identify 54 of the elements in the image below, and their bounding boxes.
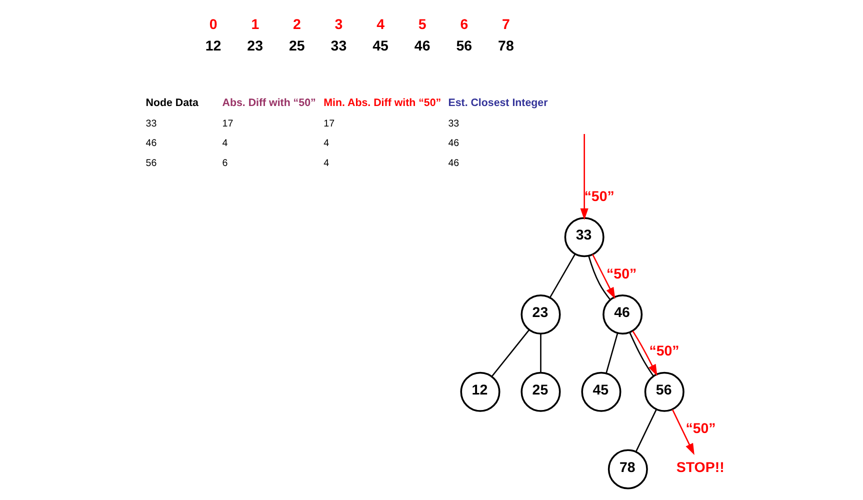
node-circle: 12 — [460, 372, 500, 412]
node-circle: 25 — [520, 372, 560, 412]
node-text: STOP!! — [676, 460, 724, 476]
connector — [634, 409, 656, 452]
connector — [548, 254, 576, 298]
node-circle: 23 — [520, 294, 560, 334]
label: 17 — [323, 118, 334, 130]
node-circle: 45 — [580, 372, 621, 412]
connector — [605, 333, 618, 374]
label: 56 — [145, 158, 156, 169]
label: 4 — [376, 17, 384, 34]
label: 46 — [145, 138, 156, 150]
label: 4 — [323, 138, 329, 150]
label: Abs. Diff with “50” — [222, 96, 316, 109]
label: 23 — [246, 38, 263, 55]
label: 0 — [208, 17, 217, 34]
label: 78 — [498, 38, 514, 55]
label: 46 — [448, 138, 459, 150]
node-circle: 33 — [564, 217, 604, 258]
label: Min. Abs. Diff with “50” — [323, 96, 441, 109]
connector — [540, 334, 541, 373]
label: 1 — [250, 17, 259, 34]
arrow — [580, 134, 588, 220]
edge-label: “50” — [606, 266, 636, 282]
label: Node Data — [145, 96, 198, 109]
edge-label: “50” — [648, 344, 679, 360]
label: 6 — [460, 17, 468, 34]
label: 5 — [418, 17, 426, 34]
connector — [588, 256, 610, 300]
label: 17 — [222, 118, 233, 130]
node-circle: 78 — [607, 449, 648, 490]
label: 6 — [222, 158, 228, 169]
label: 25 — [288, 38, 304, 55]
arrow — [592, 254, 615, 300]
label: 7 — [502, 17, 510, 34]
label: 3 — [334, 17, 342, 34]
label: 46 — [414, 38, 430, 55]
label: Est. Closest Integer — [448, 96, 548, 109]
label: 46 — [448, 158, 459, 169]
label: 56 — [456, 38, 472, 55]
label: 33 — [330, 38, 346, 55]
label: 33 — [145, 118, 156, 130]
edge-label: “50” — [584, 188, 614, 205]
label: 45 — [372, 38, 388, 55]
arrow — [671, 409, 694, 455]
label: 33 — [448, 118, 459, 130]
label: 2 — [292, 17, 300, 34]
label: 12 — [204, 38, 221, 55]
node-circle: 46 — [602, 294, 642, 334]
label: 4 — [323, 158, 329, 169]
edge-label: “50” — [685, 421, 716, 438]
label: 4 — [222, 138, 228, 150]
node-circle: 56 — [644, 372, 684, 412]
connector — [490, 330, 530, 377]
